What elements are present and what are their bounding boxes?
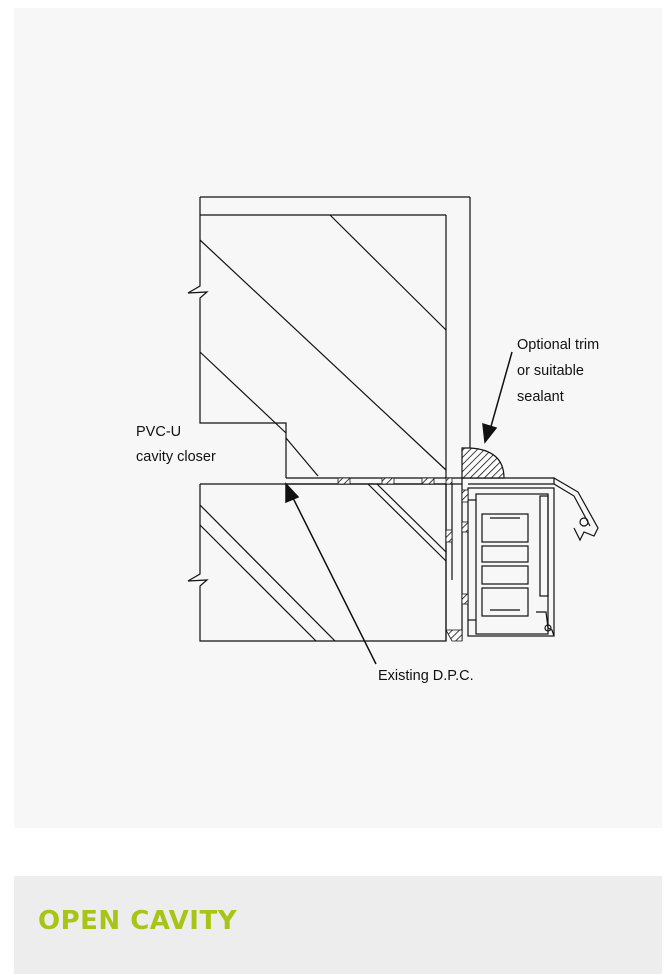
upper-wall	[187, 196, 471, 478]
dpc-blocks	[337, 477, 469, 642]
cavity-closer	[286, 477, 462, 485]
closer-label-line1: PVC-U	[136, 424, 181, 440]
lower-wall	[187, 483, 453, 642]
window-frame	[461, 477, 599, 641]
trim-label-line3: sealant	[517, 389, 564, 405]
dpc-label: Existing D.P.C.	[378, 668, 474, 684]
sealant-bead	[461, 447, 505, 479]
section-title: OPEN CAVITY	[38, 906, 238, 936]
diagram-panel	[14, 8, 662, 828]
leader-arrows	[285, 351, 513, 665]
closer-label-line2: cavity closer	[136, 449, 216, 465]
trim-label-line2: or suitable	[517, 363, 584, 379]
footer-bar	[14, 876, 662, 974]
trim-label-line1: Optional trim	[517, 337, 599, 353]
